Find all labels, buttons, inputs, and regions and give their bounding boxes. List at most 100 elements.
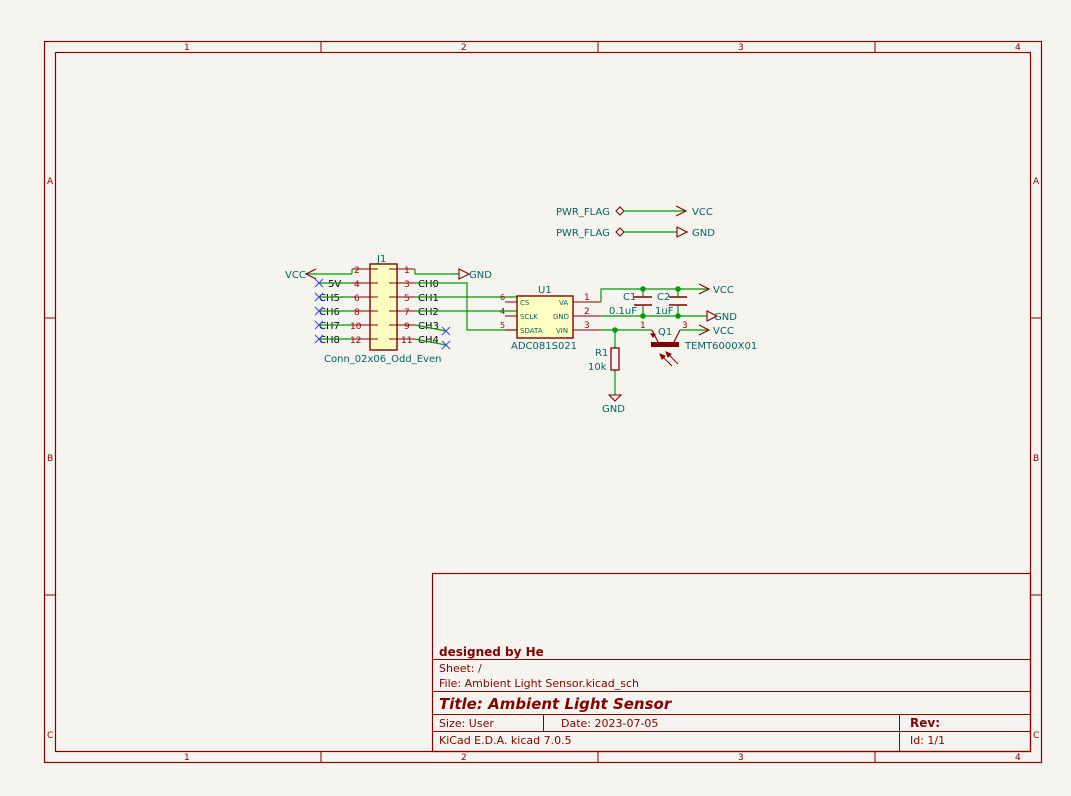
c2-ref: C2 [657,292,670,303]
j1-label-ch5: CH5 [319,293,340,304]
j1-label-ch1: CH1 [418,293,439,304]
j1-pin-7: 7 [404,308,410,318]
frame-col-1-top: 1 [184,43,190,53]
frame-col-2-top: 2 [461,43,467,53]
q1-pin-1: 1 [640,321,646,331]
j1-label-ch4: CH4 [418,335,439,346]
j1-pin-10: 10 [350,322,362,332]
frame-row-a-right: A [1033,177,1040,187]
pwr-flag-vcc-symbol[interactable] [615,205,688,217]
j1-left-wires [319,282,352,340]
c1-ref: C1 [623,292,636,303]
phototransistor-q1[interactable] [650,329,681,347]
r1-gnd-power[interactable] [607,394,623,402]
j1-pin-12: 12 [350,336,361,346]
vcc-rail-label: VCC [713,285,734,296]
u1-pin-1: 1 [584,293,590,303]
title-block-sheet: Sheet: / [439,662,482,675]
u1-pin-name-sdata: SDATA [520,327,543,335]
u1-pin-6: 6 [500,293,505,302]
j1-pin-9: 9 [404,322,410,332]
u1-pin-name-cs: CS [520,299,530,307]
u1-pin-4: 4 [500,307,505,316]
j1-pin-3: 3 [404,280,410,290]
q1-vcc-arrow[interactable] [698,324,711,336]
connector-j1[interactable] [352,263,415,351]
vcc-rail-arrow[interactable] [698,283,711,295]
j1-label-ch7: CH7 [319,321,340,332]
j1-pin-6: 6 [354,294,360,304]
frame-col-1-bottom: 1 [184,753,190,763]
pwr-flag-vcc-label: PWR_FLAG [556,207,610,218]
j1-ref: J1 [376,254,386,265]
u1-pin-2: 2 [584,307,590,317]
title-block-id: Id: 1/1 [910,734,945,747]
j1-pin-5: 5 [404,294,410,304]
gnd-rail-label: GND [714,312,737,323]
j1-vcc-label: VCC [285,270,306,281]
u1-pin-name-va: VA [559,299,568,307]
c1-value: 0.1uF [609,306,637,317]
u1-pin-5: 5 [500,321,505,330]
title-block-date: Date: 2023-07-05 [561,717,658,730]
title-block-size: Size: User [439,717,494,730]
frame-row-b-right: B [1033,454,1039,464]
r1-ref: R1 [595,348,608,359]
junction-dots [612,286,681,333]
pwr-flag-gnd-symbol[interactable] [615,226,689,238]
frame-row-c-left: C [47,731,53,741]
r1-value: 10k [588,362,607,373]
j1-gnd-power[interactable] [415,268,471,280]
u1-pin-3: 3 [584,321,590,331]
j1-label-ch8: CH8 [319,335,340,346]
frame-col-4-top: 4 [1015,43,1021,53]
u1-ref: U1 [538,285,552,296]
frame-col-3-top: 3 [738,43,744,53]
capacitor-c2[interactable] [669,296,687,306]
title-block-designer: designed by He [439,645,544,659]
capacitor-c1[interactable] [634,296,652,306]
j1-gnd-label: GND [469,270,492,281]
resistor-r1[interactable] [610,347,620,371]
pwr-flag-gnd-net: GND [692,228,715,239]
j1-pin-8: 8 [354,308,360,318]
j1-label-ch0: CH0 [418,279,439,290]
c2-value: 1uF [655,306,674,317]
q1-value: TEMT6000X01 [684,341,757,352]
j1-pin-1: 1 [404,266,410,276]
j1-vcc-power[interactable] [304,268,352,280]
q1-vcc-label: VCC [713,326,734,337]
q1-light-arrows-icon [659,351,679,367]
j1-pin-11: 11 [401,336,412,346]
j1-label-5v: 5V [328,279,341,290]
frame-col-3-bottom: 3 [738,753,744,763]
pwr-flag-gnd-label: PWR_FLAG [556,228,610,239]
frame-row-b-left: B [47,454,53,464]
u1-pin-name-sclk: SCLK [520,313,538,321]
u1-pin-name-gnd: GND [553,313,569,321]
title-block [431,572,1032,753]
r1-gnd-label: GND [602,404,625,415]
frame-col-2-bottom: 2 [461,753,467,763]
title-block-title: Title: Ambient Light Sensor [439,695,673,713]
j1-pin-4: 4 [354,280,360,290]
q1-ref: Q1 [658,327,672,338]
j1-label-ch3: CH3 [418,321,439,332]
q1-pin-3: 3 [682,321,688,331]
pwr-flag-vcc-net: VCC [692,207,713,218]
j1-label-ch6: CH6 [319,307,340,318]
title-block-rev: Rev: [910,716,940,730]
u1-pin-name-vin: VIN [556,327,568,335]
title-block-tool: KiCad E.D.A. kicad 7.0.5 [439,734,572,747]
u1-value: ADC081S021 [511,341,577,352]
frame-row-c-right: C [1033,731,1039,741]
title-block-file: File: Ambient Light Sensor.kicad_sch [439,677,639,690]
j1-label-ch2: CH2 [418,307,439,318]
j1-value: Conn_02x06_Odd_Even [324,354,441,365]
gnd-rail-arrow[interactable] [706,310,719,322]
frame-col-4-bottom: 4 [1015,753,1021,763]
frame-row-a-left: A [47,177,54,187]
j1-pin-2: 2 [354,266,360,276]
adc-u1[interactable] [505,295,601,339]
